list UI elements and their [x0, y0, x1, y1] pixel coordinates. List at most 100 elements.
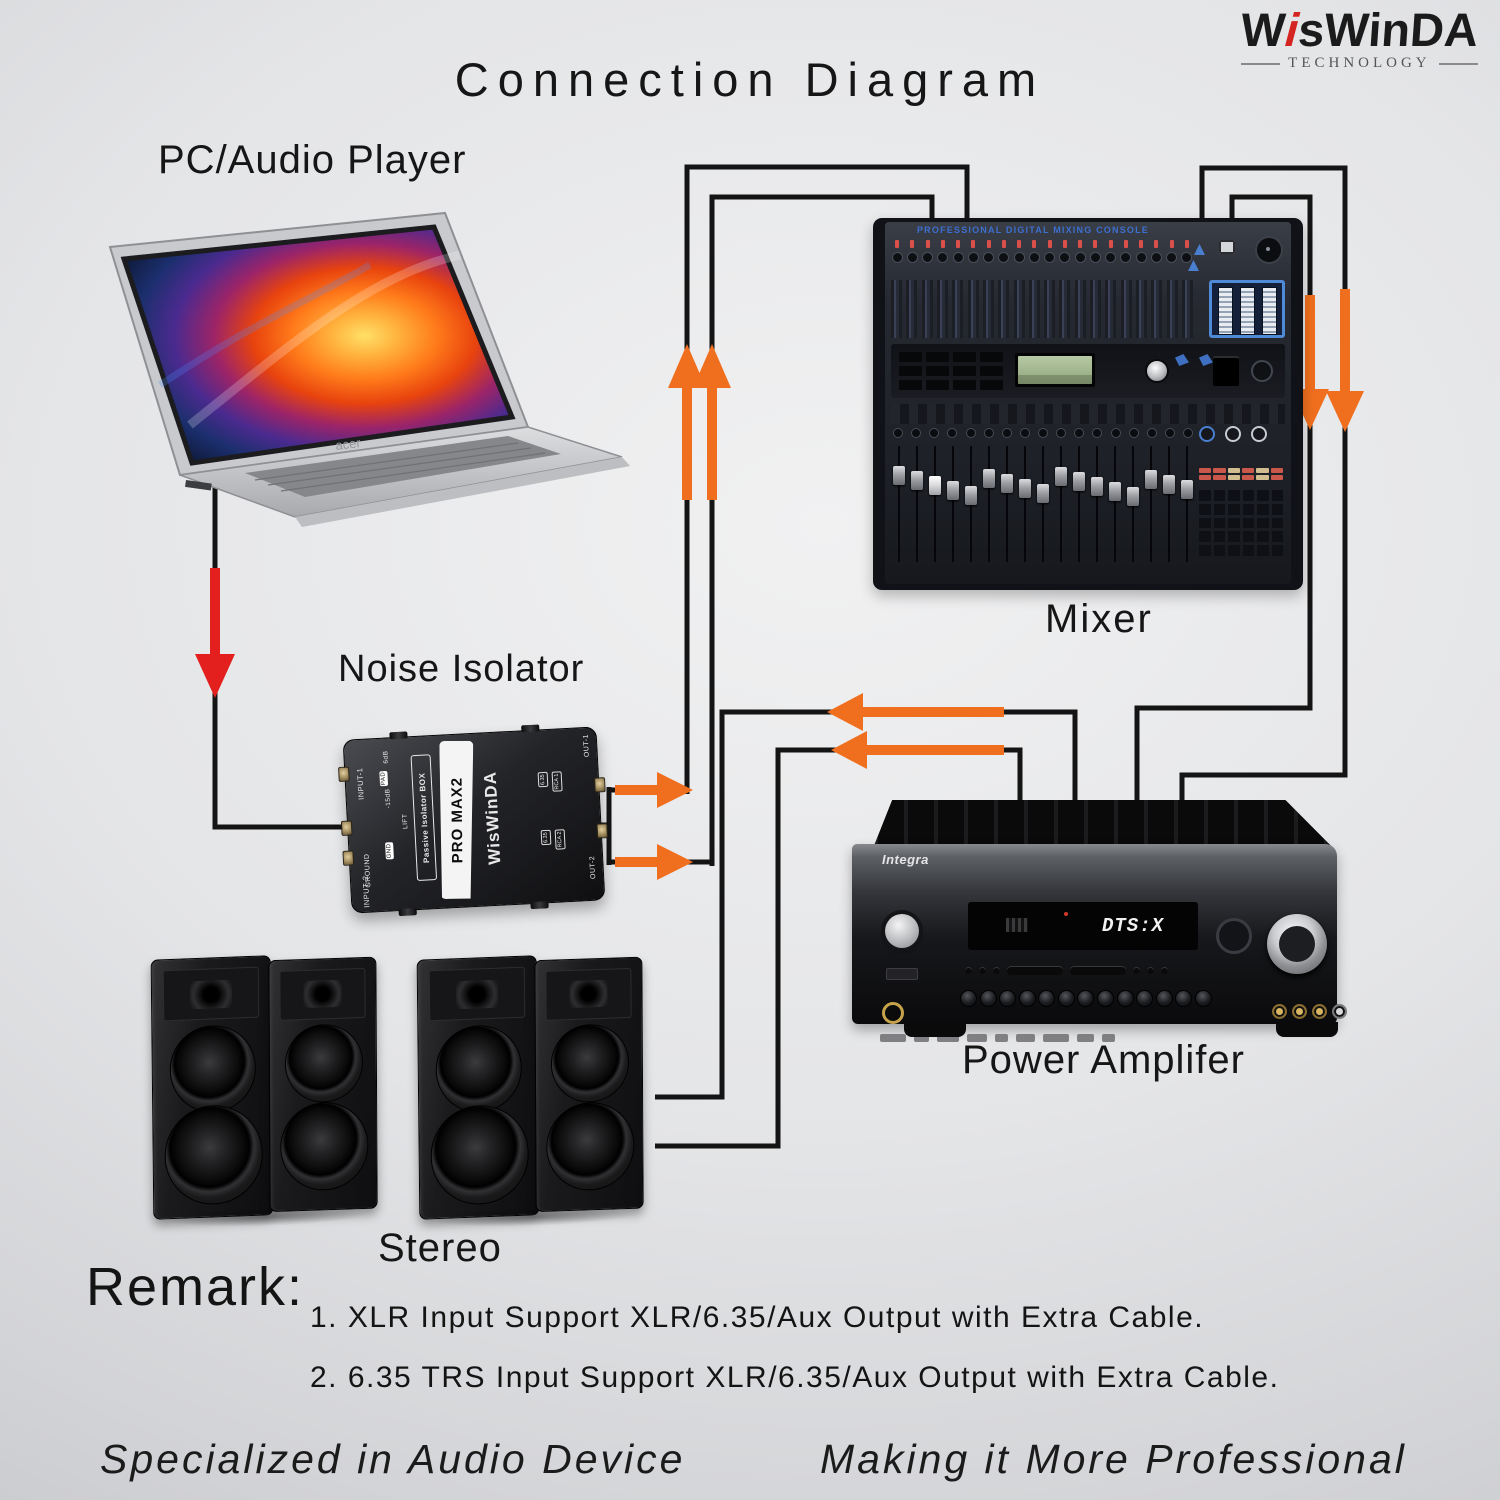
orange-right-arrow-1 — [615, 772, 693, 808]
remark-heading: Remark: — [86, 1257, 305, 1317]
isolator-type-box: Passive Isolator BOX — [410, 754, 438, 882]
amp-foot-right — [1276, 1022, 1338, 1037]
mixer-matrix-buttons — [1199, 490, 1283, 556]
brand-logo-subtitle: TECHNOLOGY — [1288, 55, 1431, 71]
fader-handle — [1037, 484, 1049, 503]
mixer-icon-bit-2 — [1199, 354, 1213, 366]
isolator-out1-port — [593, 777, 606, 793]
speaker-low-woofer — [545, 1100, 635, 1193]
mixer-channel-strips — [891, 280, 1193, 338]
isolator-model-stripe: PRO MAX2 — [439, 741, 474, 899]
amp-small-indicator — [886, 968, 918, 980]
isolator-ground-port — [340, 820, 353, 836]
fader-handle — [1163, 475, 1175, 494]
amp-rca-jacks — [1272, 1004, 1347, 1019]
fader-handle — [983, 469, 995, 488]
brand-logo-subtitle-row: TECHNOLOGY — [1240, 55, 1478, 72]
mixer-middle-section — [891, 344, 1285, 398]
label-power-amplifier: Power Amplifer — [962, 1038, 1245, 1082]
mixer-blue-icon-2 — [1188, 260, 1199, 271]
amp-volume-knob — [1267, 914, 1327, 974]
logo-rule-left — [1240, 62, 1281, 65]
amp-power-button — [885, 914, 919, 948]
mixer-blue-icon-1 — [1194, 244, 1205, 255]
mixer-icon-bit-1 — [1175, 354, 1189, 366]
orange-up-arrow-1 — [668, 344, 706, 500]
amp-format-badges — [880, 1034, 1210, 1042]
speaker — [268, 956, 378, 1213]
mixer-panel-text: PROFESSIONAL DIGITAL MIXING CONSOLE — [916, 225, 1149, 235]
isolator-screw — [389, 731, 408, 740]
mixer-button-grid — [899, 352, 1003, 390]
speaker-low-woofer — [279, 1100, 369, 1193]
mixer-vent-strip — [891, 404, 1285, 424]
label-stereo: Stereo — [378, 1226, 502, 1270]
isolator-input1-label: INPUT-1 — [355, 767, 366, 801]
isolator-jack1-badge: 6.35 — [537, 772, 549, 788]
orange-up-arrow-2 — [693, 344, 731, 500]
isolator-input2-port — [342, 850, 355, 866]
mixer-faders — [893, 446, 1193, 562]
fader-handle — [1091, 477, 1103, 496]
mixer-pan-knobs — [893, 428, 1193, 438]
cable-mixer-to-amp-2 — [1134, 194, 1313, 814]
label-noise-isolator: Noise Isolator — [338, 648, 585, 690]
isolator-model-label: PRO MAX2 — [448, 776, 466, 864]
fader-handle — [1055, 467, 1067, 486]
amp-display-text: DTS:X — [1101, 915, 1164, 937]
amp-display-segments — [1006, 918, 1028, 932]
orange-right-arrow-2 — [615, 844, 693, 880]
mixer-gain-knobs — [891, 240, 1193, 274]
laptop-brand-text: acer — [335, 435, 363, 453]
mixer-master-knob — [1255, 236, 1283, 264]
amp-display-led — [1064, 912, 1068, 916]
speaker-horn — [428, 966, 526, 1022]
speaker-low-woofer — [429, 1103, 530, 1207]
footer-slogan-left: Specialized in Audio Device — [100, 1436, 686, 1482]
orange-left-arrow-1 — [827, 693, 1004, 731]
isolator-brand: WisWinDA — [476, 740, 510, 895]
mixer-small-buttons — [1199, 468, 1283, 480]
isolator-screw — [521, 724, 540, 733]
footer-slogan-right: Making it More Professional — [820, 1436, 1407, 1482]
isolator-15db-label: -15dB — [384, 788, 393, 809]
cable-amp-to-speaker-2 — [655, 747, 1023, 1149]
amp-button-row — [965, 964, 1225, 976]
amp-foot-left — [904, 1022, 966, 1037]
speaker-pair-left — [150, 953, 378, 1220]
isolator-pad-badge: PAD — [379, 770, 389, 787]
cable-isolator-to-mixer-2 — [709, 194, 935, 866]
speaker-mid-woofer — [434, 1023, 523, 1115]
speaker-horn — [544, 967, 633, 1021]
amp-knob-row — [960, 990, 1212, 1007]
isolator-rca1-badge: RCA 1 — [551, 771, 563, 792]
orange-left-arrow-2 — [831, 731, 1004, 769]
label-mixer: Mixer — [1045, 597, 1153, 641]
fader-handle — [911, 471, 923, 490]
isolator-input1-port — [338, 766, 350, 783]
speaker-mid-woofer — [284, 1023, 364, 1104]
isolator-out2-port — [596, 823, 609, 839]
laptop-image: acer — [108, 211, 630, 527]
fader-handle — [947, 481, 959, 500]
label-pc-audio-player: PC/Audio Player — [158, 138, 467, 182]
page-title: Connection Diagram — [454, 53, 1046, 106]
brand-logo: WisWinDA TECHNOLOGY — [1239, 3, 1480, 72]
isolator-6db-label: 6dB — [382, 750, 390, 764]
isolator-type-label: Passive Isolator BOX — [416, 772, 431, 864]
mixer-headphone-jacks — [1199, 426, 1283, 442]
cable-amp-to-speaker-1 — [655, 709, 1078, 1100]
fader-handle — [1073, 472, 1085, 491]
isolator-out2-label: OUT-2 — [589, 855, 598, 880]
isolator-lift-label: LIFT — [401, 813, 410, 830]
mixer-image: PROFESSIONAL DIGITAL MIXING CONSOLE — [873, 218, 1303, 590]
mixer-black-button — [1213, 356, 1239, 386]
speaker — [416, 955, 540, 1220]
amp-headphone-jack — [882, 1002, 904, 1024]
fader-handle — [1145, 470, 1157, 489]
speaker — [534, 956, 644, 1213]
amp-display: DTS:X — [968, 902, 1198, 950]
laptop-side-ports — [185, 480, 212, 491]
